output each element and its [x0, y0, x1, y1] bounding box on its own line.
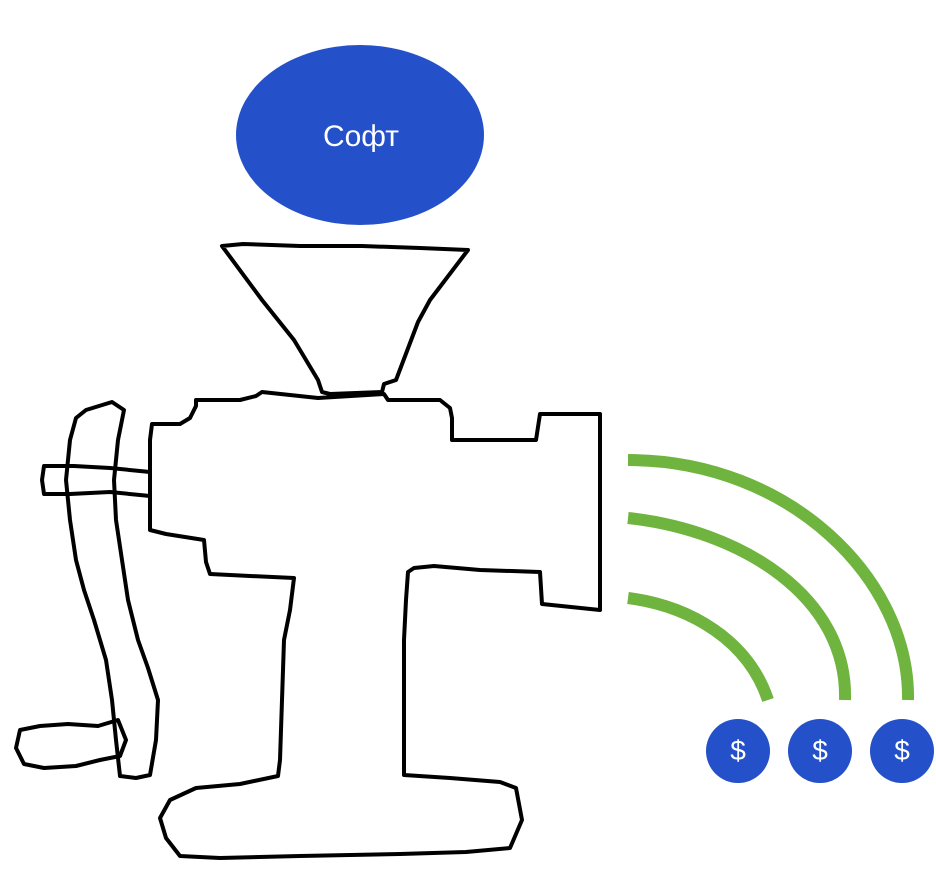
grinder-hopper [220, 242, 470, 396]
output-streams [627, 454, 915, 703]
coin-1 [706, 719, 770, 783]
software-input-label: Софт [322, 120, 400, 153]
output-stream-2 [627, 512, 852, 701]
grinder-body [148, 390, 602, 860]
coins [706, 719, 934, 783]
grinder-crank-arm [64, 400, 160, 780]
output-stream-3 [627, 454, 915, 701]
coin-3 [870, 719, 934, 783]
grinder-crank-axle [40, 464, 152, 498]
coin-3-label: $ [894, 735, 910, 766]
output-stream-1 [627, 592, 774, 703]
coin-2 [788, 719, 852, 783]
coin-1-label: $ [730, 735, 746, 766]
coin-2-label: $ [812, 735, 828, 766]
meat-grinder-icon [14, 242, 602, 860]
grinder-crank-handle [14, 718, 128, 770]
software-input-blob [236, 45, 484, 225]
